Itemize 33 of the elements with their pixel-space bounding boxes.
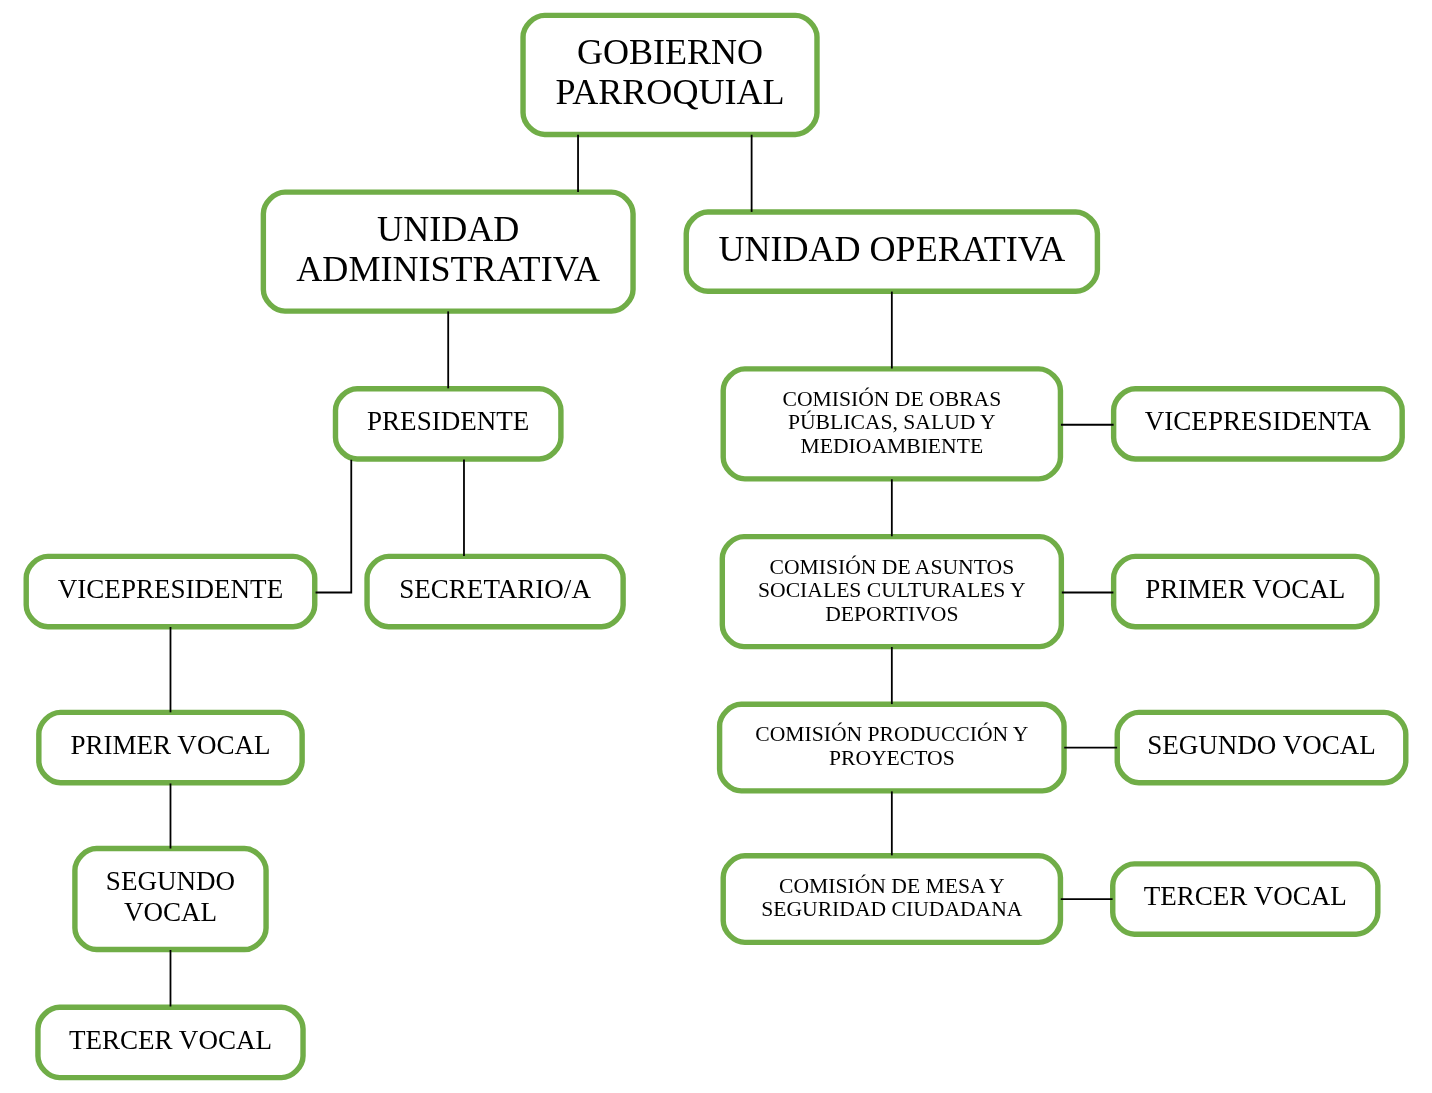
node-box: TERCER VOCAL [35,1004,306,1081]
connector [169,782,172,850]
connector [169,626,172,714]
connector [890,478,893,538]
node-box: VICEPRESIDENTA [1110,386,1405,462]
connector [169,949,172,1008]
connector [577,133,579,193]
connector [1063,746,1118,749]
node-box: SECRETARIO/A [364,553,626,630]
connector [447,310,450,390]
node-box: PRIMER VOCAL [1110,553,1380,630]
node-box: SEGUNDO VOCAL [1114,709,1409,786]
connector [1059,898,1114,900]
node-box: TERCER VOCAL [1110,861,1381,937]
node-box: PRESIDENTE [332,386,564,462]
connector [890,646,893,705]
node-box: COMISIÓN PRODUCCIÓN Y PROYECTOS [716,701,1067,794]
node-box: COMISIÓN DE OBRAS PÚBLICAS, SALUD Y MEDIOAMBIENTE [720,366,1064,482]
node-box: UNIDAD OPERATIVA [683,209,1101,295]
node-box: GOBIERNO PARROQUIAL [520,12,820,138]
connector [890,290,893,370]
connector [463,458,465,557]
node-box: UNIDAD ADMINISTRATIVA [260,189,636,314]
connector [890,790,893,857]
node-box: SEGUNDO VOCAL [72,845,269,953]
node-box: VICEPRESIDENTE [23,553,318,630]
node-box: COMISIÓN DE MESA Y SEGURIDAD CIUDADANA [720,853,1064,946]
connector [1060,591,1115,594]
connector [314,458,353,594]
connector [750,133,753,213]
node-box: COMISIÓN DE ASUNTOS SOCIALES CULTURALES Y DEPORTIVOS [719,533,1065,650]
connector [1060,423,1115,426]
node-box: PRIMER VOCAL [36,709,305,786]
